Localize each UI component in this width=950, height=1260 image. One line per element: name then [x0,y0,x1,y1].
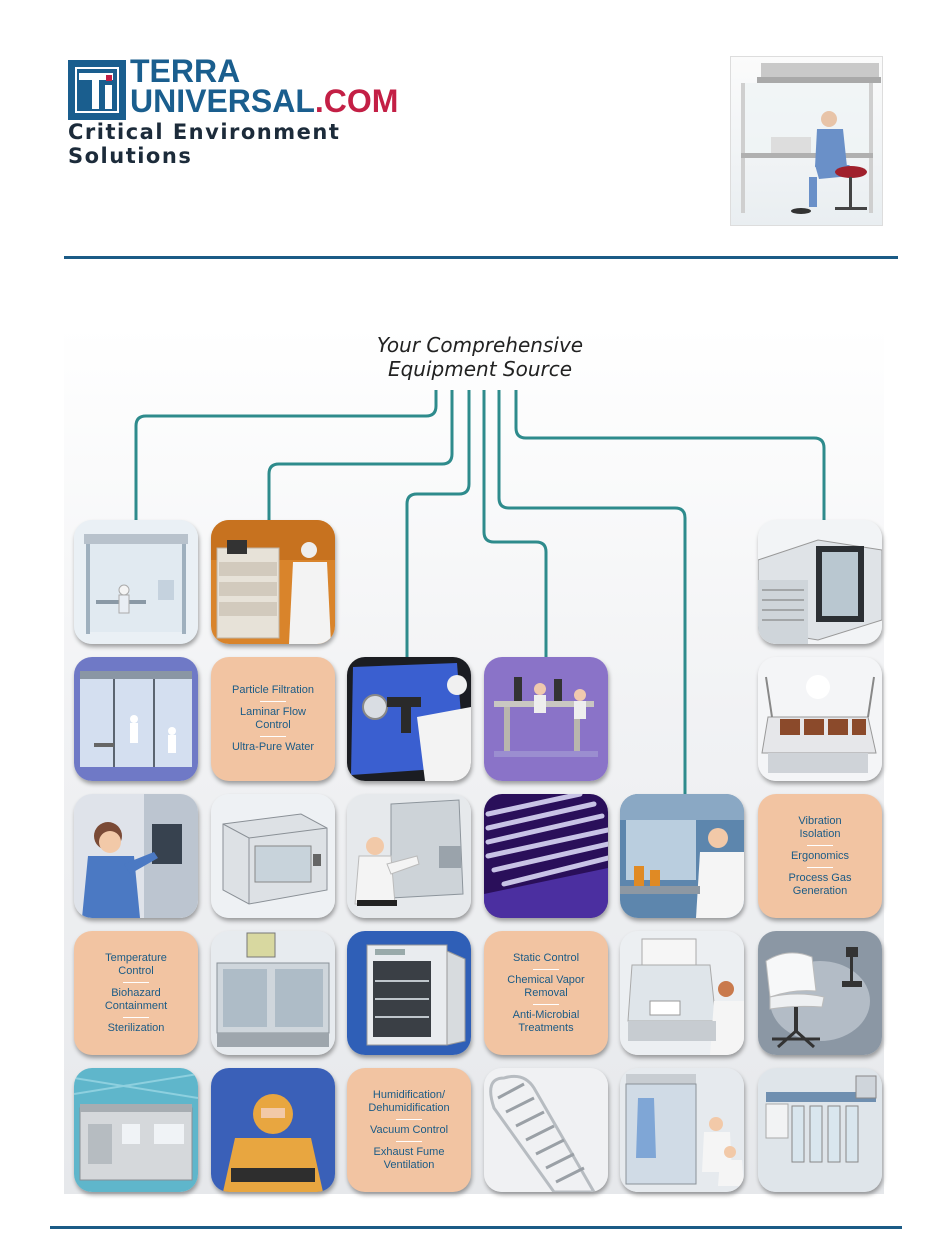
photo-glovebox-desiccator [211,520,335,644]
photo-wire-shelf [484,1068,608,1192]
connector-microscope-bench [482,390,548,657]
photo-desiccator-box [211,794,335,918]
photo-garment-cabinet [620,1068,744,1192]
label-humidification: Humidification/ Dehumidification [368,1088,450,1114]
photo-gowned-worker [211,1068,335,1192]
logo-tagline: Critical Environment Solutions [68,120,341,168]
ionizer-glovebox-image [347,657,471,781]
separator [533,1003,559,1005]
label-sterilization: Sterilization [107,1021,165,1034]
logo-universal: UNIVERSAL.COM [130,83,399,119]
microscope-workstation-image [484,657,608,781]
label-process-gas: Process Gas Generation [788,871,852,897]
modular-cleanroom-image [74,657,198,781]
separator [807,866,833,868]
connector-glovebox [267,390,454,520]
garment-cabinet-image [620,1068,744,1192]
incubator-image [347,931,471,1055]
connector-softwall-cleanroom [134,390,438,520]
text-tile-static: Static Control Chemical Vapor Removal An… [484,931,608,1055]
photo-roller-conveyor [484,794,608,918]
photo-isolator [211,931,335,1055]
separator [123,1016,149,1018]
softwall-cleanroom-image [74,520,198,644]
terra-universal-logo[interactable]: TERRA UNIVERSAL.COM Critical Environment… [68,54,438,168]
label-temperature-control: Temperature Control [105,951,167,977]
top-divider [64,256,898,259]
headline: Your Comprehensive Equipment Source [340,333,620,381]
text-tile-filtration: Particle Filtration Laminar Flow Control… [211,657,335,781]
photo-fume-hood [620,931,744,1055]
ti-logo-icon [68,60,126,120]
glovebox-operator-image [347,794,471,918]
photo-hardwall-cleanroom [74,1068,198,1192]
header-photo-clean-bench [730,56,883,226]
bottom-divider [50,1226,902,1229]
isolator-image [211,931,335,1055]
label-vacuum-control: Vacuum Control [369,1123,449,1136]
connector-ion-station [405,390,471,657]
desiccator-cabinet-image [211,520,335,644]
label-exhaust-fume: Exhaust Fume Ventilation [373,1145,445,1171]
label-biohazard: Biohazard Containment [104,986,168,1012]
photo-modular-cleanroom [74,657,198,781]
separator [396,1118,422,1120]
wafer-handling-image [758,657,882,781]
photo-wafer-tray [758,657,882,781]
label-ergonomics: Ergonomics [790,849,850,862]
separator [807,844,833,846]
separator [123,981,149,983]
connector-pass-through [514,390,826,520]
wire-shelf-image [484,1068,608,1192]
label-anti-microbial: Anti-Microbial Treatments [512,1008,580,1034]
fume-hood-image [620,931,744,1055]
photo-pass-through [758,520,882,644]
photo-technician [74,794,198,918]
gowned-worker-image [211,1068,335,1192]
headline-line2: Equipment Source [387,357,573,381]
chair-image [758,931,882,1055]
technician-image [74,794,198,918]
text-tile-humidity: Humidification/ Dehumidification Vacuum … [347,1068,471,1192]
headline-line1: Your Comprehensive [376,333,584,357]
roller-surface-image [484,794,608,918]
photo-water-purification [758,1068,882,1192]
separator [396,1140,422,1142]
text-tile-temperature: Temperature Control Biohazard Containmen… [74,931,198,1055]
label-chemical-vapor: Chemical Vapor Removal [507,973,585,999]
separator [260,736,286,737]
clean-bench-illustration [741,63,881,214]
equipment-panel [64,326,884,1194]
hardwall-cleanroom-image [74,1068,198,1192]
separator [260,701,286,702]
label-laminar-flow: Laminar Flow Control [239,706,307,731]
label-static-control: Static Control [512,951,580,964]
logo-terra: TERRA [130,53,241,89]
photo-cleanroom-chair [758,931,882,1055]
photo-microscope-bench [484,657,608,781]
photo-incubator [347,931,471,1055]
text-tile-vibration: Vibration Isolation Ergonomics Process G… [758,794,882,918]
laminar-flow-hood-image [620,794,744,918]
label-particle-filtration: Particle Filtration [232,684,314,696]
water-system-image [758,1068,882,1192]
connector-laminar-hood [497,390,687,794]
separator [533,968,559,970]
desiccator-box-image [211,794,335,918]
photo-ion-station [347,657,471,781]
pass-through-chamber-image [758,520,882,644]
photo-softwall-cleanroom [74,520,198,644]
photo-glovebox-operator [347,794,471,918]
label-ultra-pure-water: Ultra-Pure Water [231,741,315,753]
label-vibration-isolation: Vibration Isolation [798,814,842,840]
photo-laminar-hood [620,794,744,918]
